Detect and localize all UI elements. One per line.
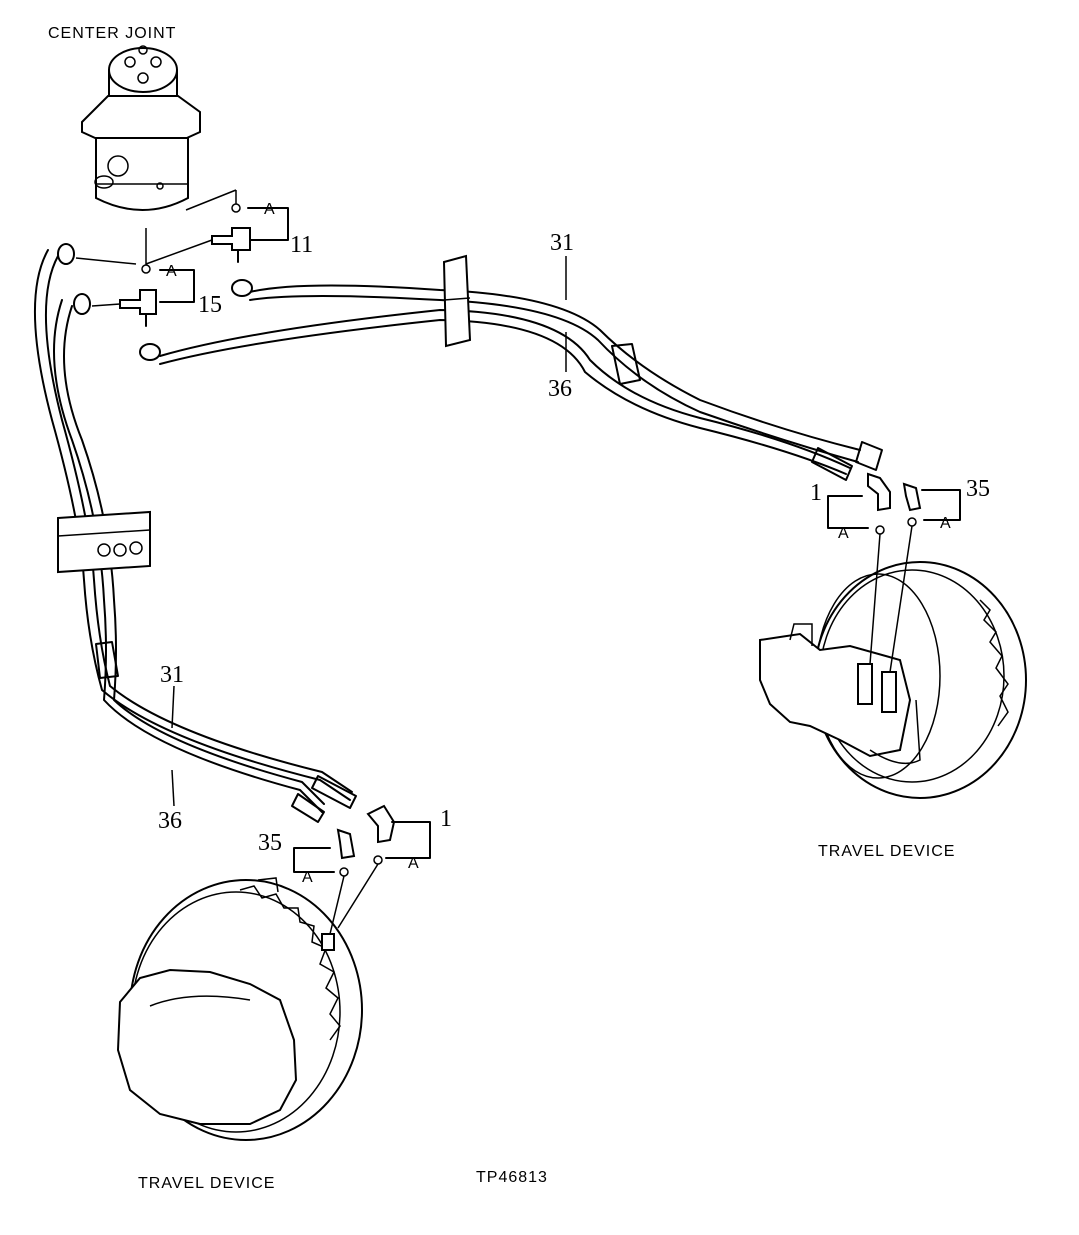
callout-36-upper: 36 bbox=[548, 376, 572, 402]
callout-a-right-35: A bbox=[940, 515, 952, 532]
callout-35-right: 35 bbox=[966, 476, 990, 502]
hose-31-36-upper bbox=[159, 284, 883, 481]
travel-device-left-drawing bbox=[116, 877, 363, 1141]
figure-id-label: TP46813 bbox=[476, 1169, 548, 1186]
hose-clamp-left bbox=[57, 510, 151, 574]
travel-device-right-label: TRAVEL DEVICE bbox=[818, 843, 955, 860]
callout-1-right: 1 bbox=[810, 480, 822, 506]
callout-1-left: 1 bbox=[440, 806, 452, 832]
travel-device-right-drawing bbox=[759, 561, 1027, 799]
center-joint-drawing bbox=[81, 45, 201, 211]
hose-clamp-upper bbox=[442, 254, 472, 348]
callout-11: 11 bbox=[290, 232, 313, 258]
callout-31-upper: 31 bbox=[550, 230, 574, 256]
callout-31-lower: 31 bbox=[160, 662, 184, 688]
callout-a-left-1: A bbox=[408, 855, 420, 872]
callout-35-left: 35 bbox=[258, 830, 282, 856]
callout-a-left-35: A bbox=[302, 869, 314, 886]
callout-36-lower: 36 bbox=[158, 808, 182, 834]
hose-31-36-lower bbox=[34, 249, 357, 823]
fitting-11-tee bbox=[211, 227, 251, 263]
callout-a-11: A bbox=[264, 201, 276, 218]
fitting-15-tee bbox=[119, 289, 157, 327]
center-joint-label: CENTER JOINT bbox=[48, 25, 176, 42]
travel-device-left-label: TRAVEL DEVICE bbox=[138, 1175, 275, 1192]
callout-a-right-1: A bbox=[838, 525, 850, 542]
callout-a-15: A bbox=[166, 263, 178, 280]
callout-15: 15 bbox=[198, 292, 222, 318]
